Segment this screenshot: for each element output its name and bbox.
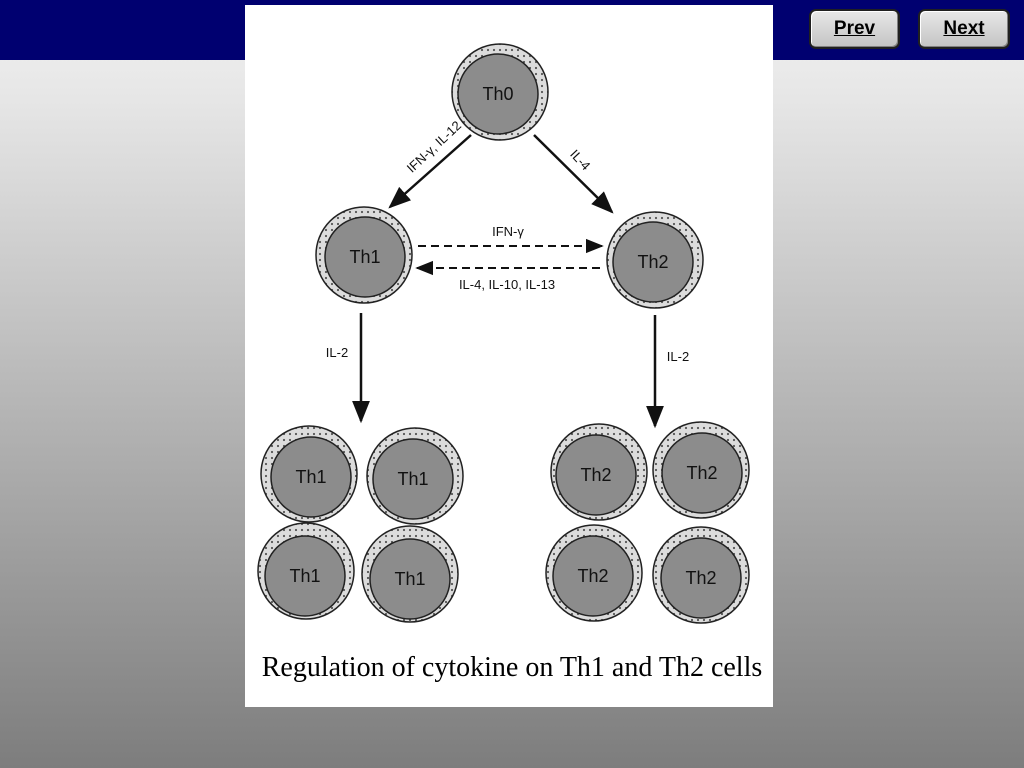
cell-label: Th2 xyxy=(580,465,611,485)
cell-label: Th2 xyxy=(686,463,717,483)
cell-label: Th1 xyxy=(397,469,428,489)
th-cell-diagram: Th0 Th1 Th2 IFN-γ, IL-12 IL-4 IFN-γ IL-4… xyxy=(257,43,750,624)
cell-th2-a: Th2 xyxy=(550,423,648,521)
cell-label: Th1 xyxy=(349,247,380,267)
cell-th2-c: Th2 xyxy=(545,524,643,622)
figure-caption: Regulation of cytokine on Th1 and Th2 ce… xyxy=(261,652,763,683)
label-th0-th2: IL-4 xyxy=(567,147,593,174)
cell-th1-b: Th1 xyxy=(366,427,464,525)
cell-label: Th0 xyxy=(482,84,513,104)
label-th1-th2: IFN-γ xyxy=(492,224,524,239)
label-th2-th1: IL-4, IL-10, IL-13 xyxy=(459,277,555,292)
cell-label: Th1 xyxy=(289,566,320,586)
arrow-th0-th1 xyxy=(388,134,472,209)
cell-th1-c: Th1 xyxy=(257,522,355,620)
diagram-figure: Th0 Th1 Th2 IFN-γ, IL-12 IL-4 IFN-γ IL-4… xyxy=(245,5,773,707)
cell-label: Th2 xyxy=(637,252,668,272)
prev-button[interactable]: Prev xyxy=(809,9,900,49)
label-th1-expand: IL-2 xyxy=(326,345,348,360)
arrow-th0-th2 xyxy=(533,134,614,214)
cell-th2-b: Th2 xyxy=(652,421,750,519)
cell-th0: Th0 xyxy=(451,43,549,141)
cell-th2: Th2 xyxy=(606,211,704,309)
label-th2-expand: IL-2 xyxy=(667,349,689,364)
cell-th1-d: Th1 xyxy=(361,525,459,623)
cell-th2-d: Th2 xyxy=(652,526,750,624)
cell-th1: Th1 xyxy=(315,206,413,304)
cell-label: Th1 xyxy=(394,569,425,589)
cell-label: Th2 xyxy=(577,566,608,586)
cell-label: Th2 xyxy=(685,568,716,588)
cell-label: Th1 xyxy=(295,467,326,487)
next-button[interactable]: Next xyxy=(918,9,1010,49)
cell-th1-a: Th1 xyxy=(260,425,358,523)
